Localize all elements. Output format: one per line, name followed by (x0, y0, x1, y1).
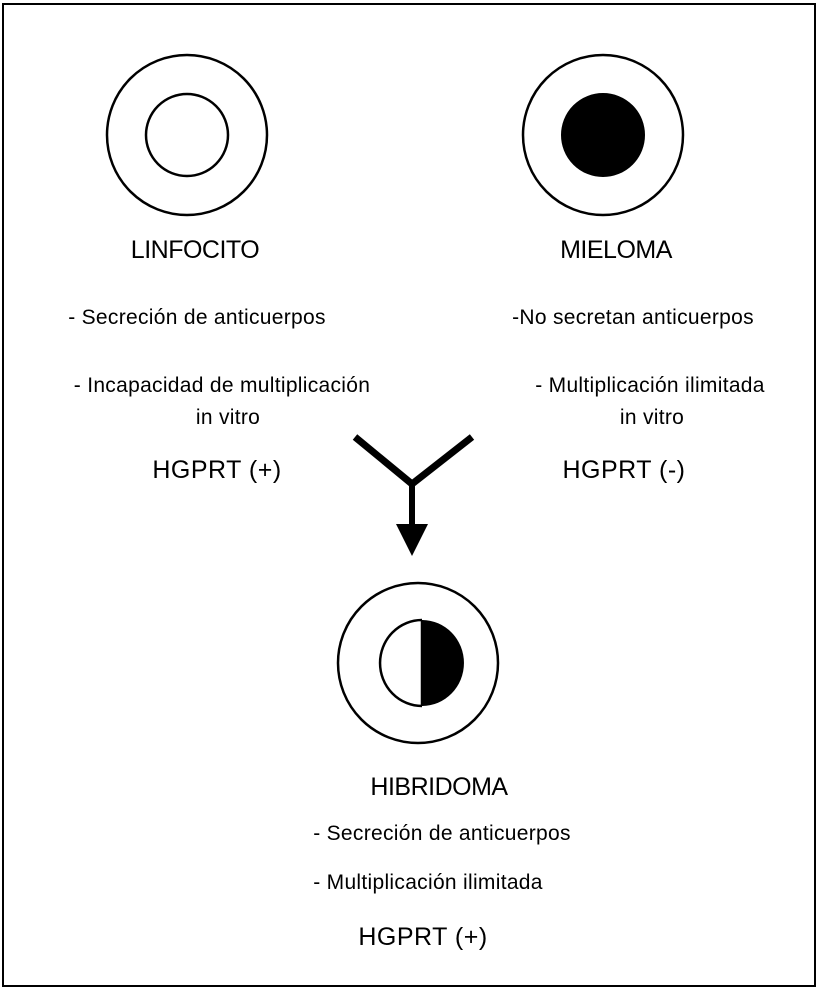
hibridoma-trait-multiplication: - Multiplicación ilimitada (313, 871, 543, 894)
hibridoma-title: HIBRIDOMA (370, 773, 508, 801)
mieloma-trait-multiplication-line2: in vitro (619, 406, 685, 429)
linfocito-cell (105, 53, 269, 217)
linfocito-trait-multiplication-line1: - Incapacidad de multiplicación (73, 374, 371, 397)
mieloma-hgprt: HGPRT (-) (562, 456, 686, 484)
mieloma-trait-multiplication-line1: - Multiplicación ilimitada (535, 374, 765, 397)
fusion-arrow (352, 434, 475, 556)
linfocito-title: LINFOCITO (130, 236, 260, 264)
linfocito-hgprt: HGPRT (+) (152, 456, 282, 484)
diagram-frame (2, 3, 816, 987)
hibridoma-trait-antibody-secretion: - Secreción de anticuerpos (313, 822, 571, 845)
linfocito-trait-antibody-secretion: - Secreción de anticuerpos (68, 306, 326, 329)
hibridoma-cell (336, 581, 500, 745)
mieloma-title: MIELOMA (560, 236, 672, 264)
mieloma-trait-no-secretion: -No secretan anticuerpos (512, 306, 754, 329)
hibridoma-hgprt: HGPRT (+) (358, 923, 488, 951)
mieloma-cell (521, 53, 685, 217)
linfocito-trait-multiplication-line2: in vitro (195, 406, 261, 429)
